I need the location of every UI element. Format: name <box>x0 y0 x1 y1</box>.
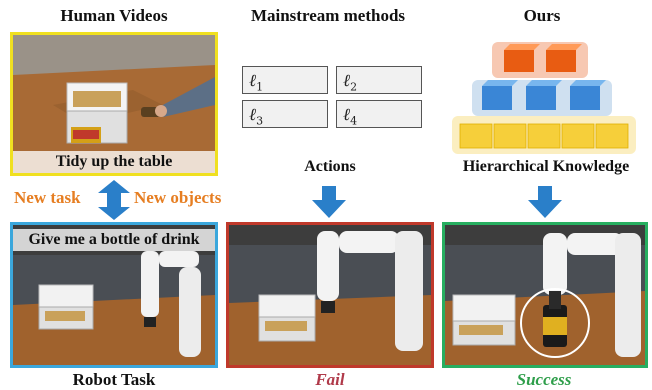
actions-label: Actions <box>304 158 356 175</box>
human-video-frame: Tidy up the table <box>10 32 218 176</box>
token-l1: ℓ1 <box>242 66 328 94</box>
token-l2: ℓ2 <box>336 66 422 94</box>
down-arrow-icon-right <box>528 186 562 218</box>
human-video-scene <box>13 35 215 173</box>
fail-result-frame <box>226 222 434 368</box>
token-l3: ℓ3 <box>242 100 328 128</box>
robot-task-title: Robot Task <box>72 370 156 389</box>
fail-label: Fail <box>315 370 345 389</box>
robot-task-caption: Give me a bottle of drink <box>13 229 215 251</box>
hierarchical-knowledge-pyramid <box>452 42 636 154</box>
human-videos-title: Human Videos <box>60 6 168 25</box>
new-objects-label: New objects <box>134 188 222 207</box>
down-arrow-icon-middle <box>312 186 346 218</box>
fail-result-scene <box>229 225 431 365</box>
bidirectional-arrow-icon <box>98 180 130 220</box>
success-result-frame <box>442 222 648 368</box>
ours-title: Ours <box>523 6 561 25</box>
success-label: Success <box>516 370 572 389</box>
human-video-caption: Tidy up the table <box>13 151 215 173</box>
robot-task-frame: Give me a bottle of drink <box>10 222 218 368</box>
robot-task-scene <box>13 225 215 365</box>
hierarchical-knowledge-label: Hierarchical Knowledge <box>462 158 630 175</box>
token-l4: ℓ4 <box>336 100 422 128</box>
mainstream-methods-title: Mainstream methods <box>250 6 406 25</box>
new-task-label: New task <box>14 188 81 207</box>
success-result-scene <box>445 225 645 365</box>
